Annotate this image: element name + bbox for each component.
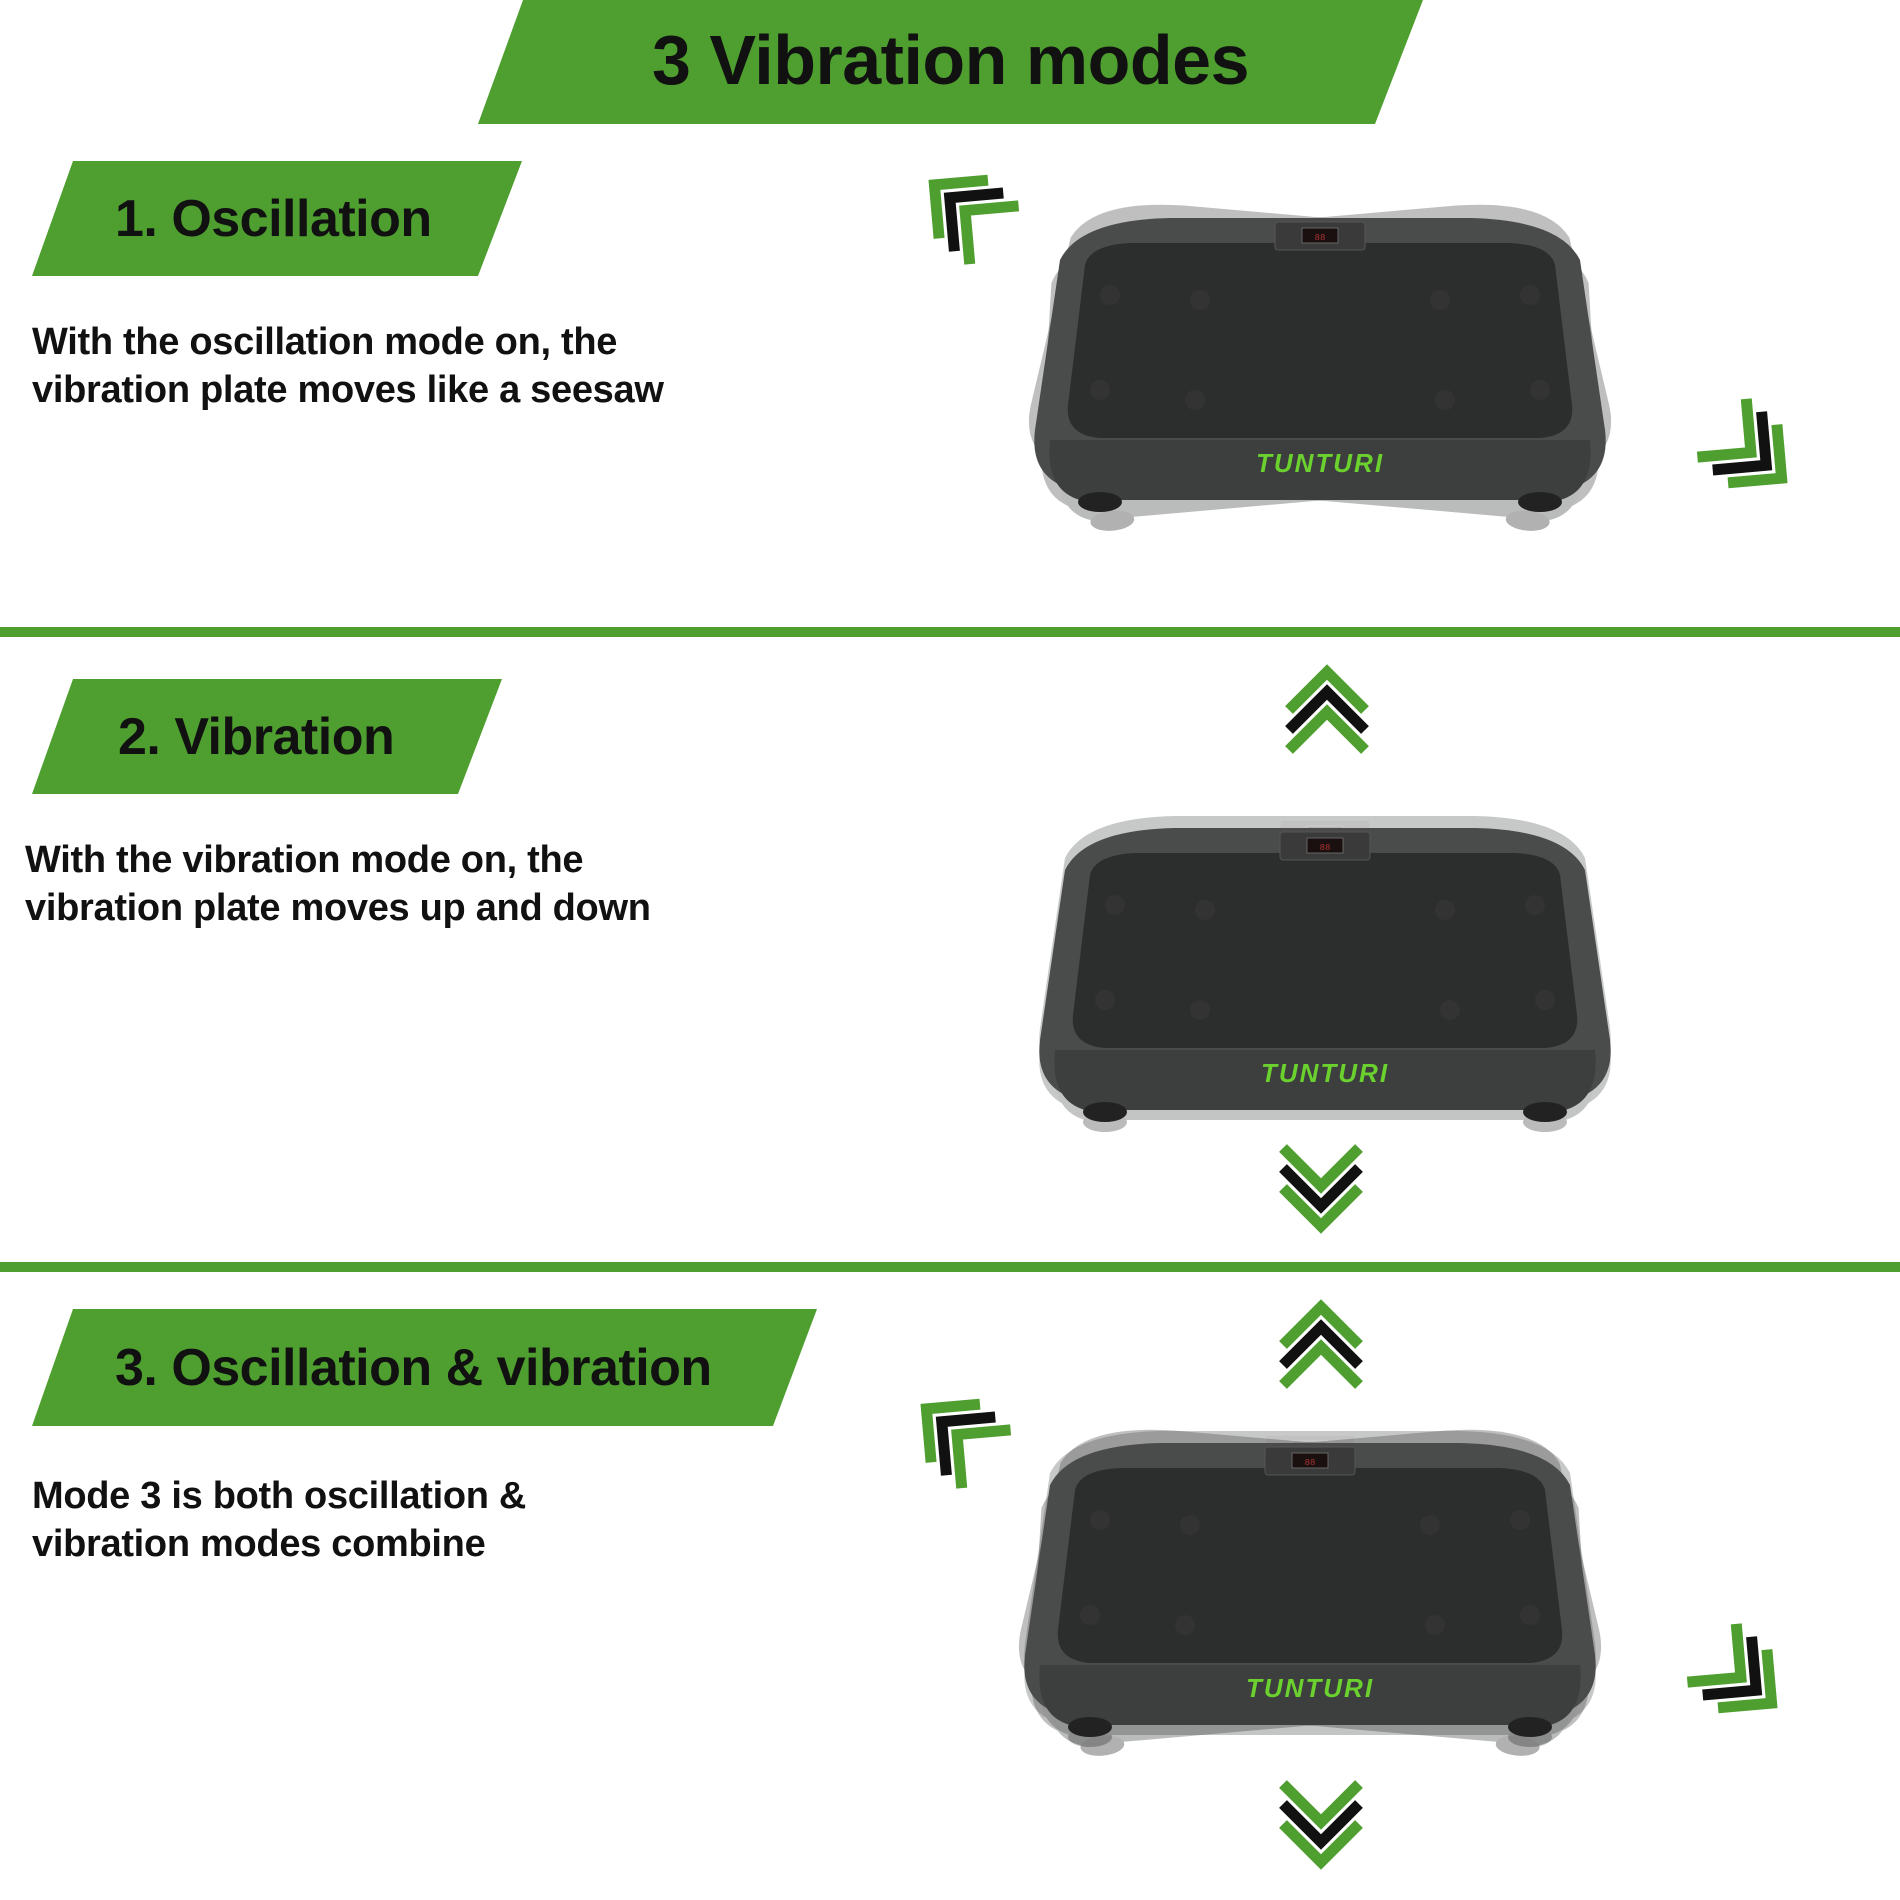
chevron-up-icon bbox=[1261, 1283, 1381, 1408]
section-1-description: With the oscillation mode on, the vibrat… bbox=[32, 321, 664, 411]
section-2-title: 2. Vibration bbox=[118, 708, 395, 766]
chevron-down-right-icon bbox=[1684, 1620, 1804, 1745]
section-1-label: 1. Oscillation bbox=[32, 161, 522, 276]
svg-text:88: 88 bbox=[1315, 233, 1326, 243]
section-2-label: 2. Vibration bbox=[32, 679, 502, 794]
section-3-label: 3. Oscillation & vibration bbox=[32, 1309, 817, 1426]
chevron-up-left-icon bbox=[894, 1372, 1014, 1497]
section-2-description: With the vibration mode on, the vibratio… bbox=[25, 839, 651, 929]
svg-text:88: 88 bbox=[1320, 843, 1331, 853]
section-3-title: 3. Oscillation & vibration bbox=[115, 1339, 712, 1397]
chevron-down-icon bbox=[1261, 1130, 1381, 1255]
page-title: 3 Vibration modes bbox=[651, 21, 1250, 99]
svg-text:88: 88 bbox=[1305, 1458, 1316, 1468]
section-divider bbox=[0, 1262, 1900, 1272]
chevron-up-left-icon bbox=[902, 148, 1022, 273]
chevron-down-icon bbox=[1261, 1766, 1381, 1891]
tunturi-logo: TUNTURI bbox=[1261, 1058, 1389, 1088]
chevron-up-icon bbox=[1267, 648, 1387, 773]
tunturi-logo: TUNTURI bbox=[1256, 448, 1384, 478]
vibration-plate-oscillation: 88 TUNTURI 88 TUNTURI 88 TUNTURI bbox=[1000, 170, 1640, 555]
vibration-plate-combined: 88 TUNTURI 88 TUNTURI 88 TUNTURI bbox=[990, 1395, 1630, 1780]
section-3-description: Mode 3 is both oscillation & vibration m… bbox=[32, 1475, 527, 1565]
section-divider bbox=[0, 627, 1900, 637]
tunturi-logo: TUNTURI bbox=[1246, 1673, 1374, 1703]
vibration-plate-vibration: 88 TUNTURI 88 TUNTURI 88 TUNTURI bbox=[1005, 780, 1645, 1165]
title-banner-shape bbox=[478, 0, 1423, 124]
title-banner: 3 Vibration modes bbox=[478, 0, 1423, 124]
section-1-title: 1. Oscillation bbox=[115, 190, 432, 248]
chevron-down-right-icon bbox=[1694, 395, 1814, 520]
